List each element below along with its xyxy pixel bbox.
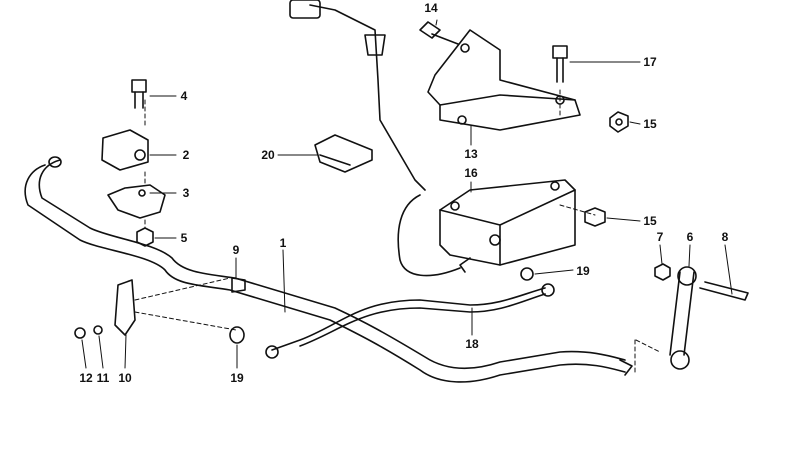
stabilizer-bar [24,164,626,383]
callout-13: 13 [464,147,478,161]
callout-10: 10 [118,371,132,385]
callout-11: 11 [96,371,110,385]
callout-5: 5 [180,231,188,245]
callout-9: 9 [232,243,240,257]
bracket [427,29,581,131]
callout-2: 2 [182,148,190,162]
callout-20: 20 [261,148,275,162]
sensor-rod [271,287,546,351]
callout-7: 7 [656,230,664,244]
callout-18: 18 [465,337,479,351]
callout-19: 19 [230,371,244,385]
callout-3: 3 [182,186,190,200]
callout-6: 6 [686,230,694,244]
callout-16: 16 [464,166,478,180]
callout-15: 15 [643,214,657,228]
callout-19: 19 [576,264,590,278]
callout-14: 14 [424,1,438,15]
callout-17: 17 [643,55,657,69]
sensor-box [439,179,576,266]
callout-12: 12 [79,371,93,385]
callout-1: 1 [279,236,287,250]
rubber-mount [101,129,149,171]
callout-15: 15 [643,117,657,131]
coupling-rod [669,271,695,356]
clip [314,134,373,173]
callout-8: 8 [721,230,729,244]
callout-4: 4 [180,89,188,103]
